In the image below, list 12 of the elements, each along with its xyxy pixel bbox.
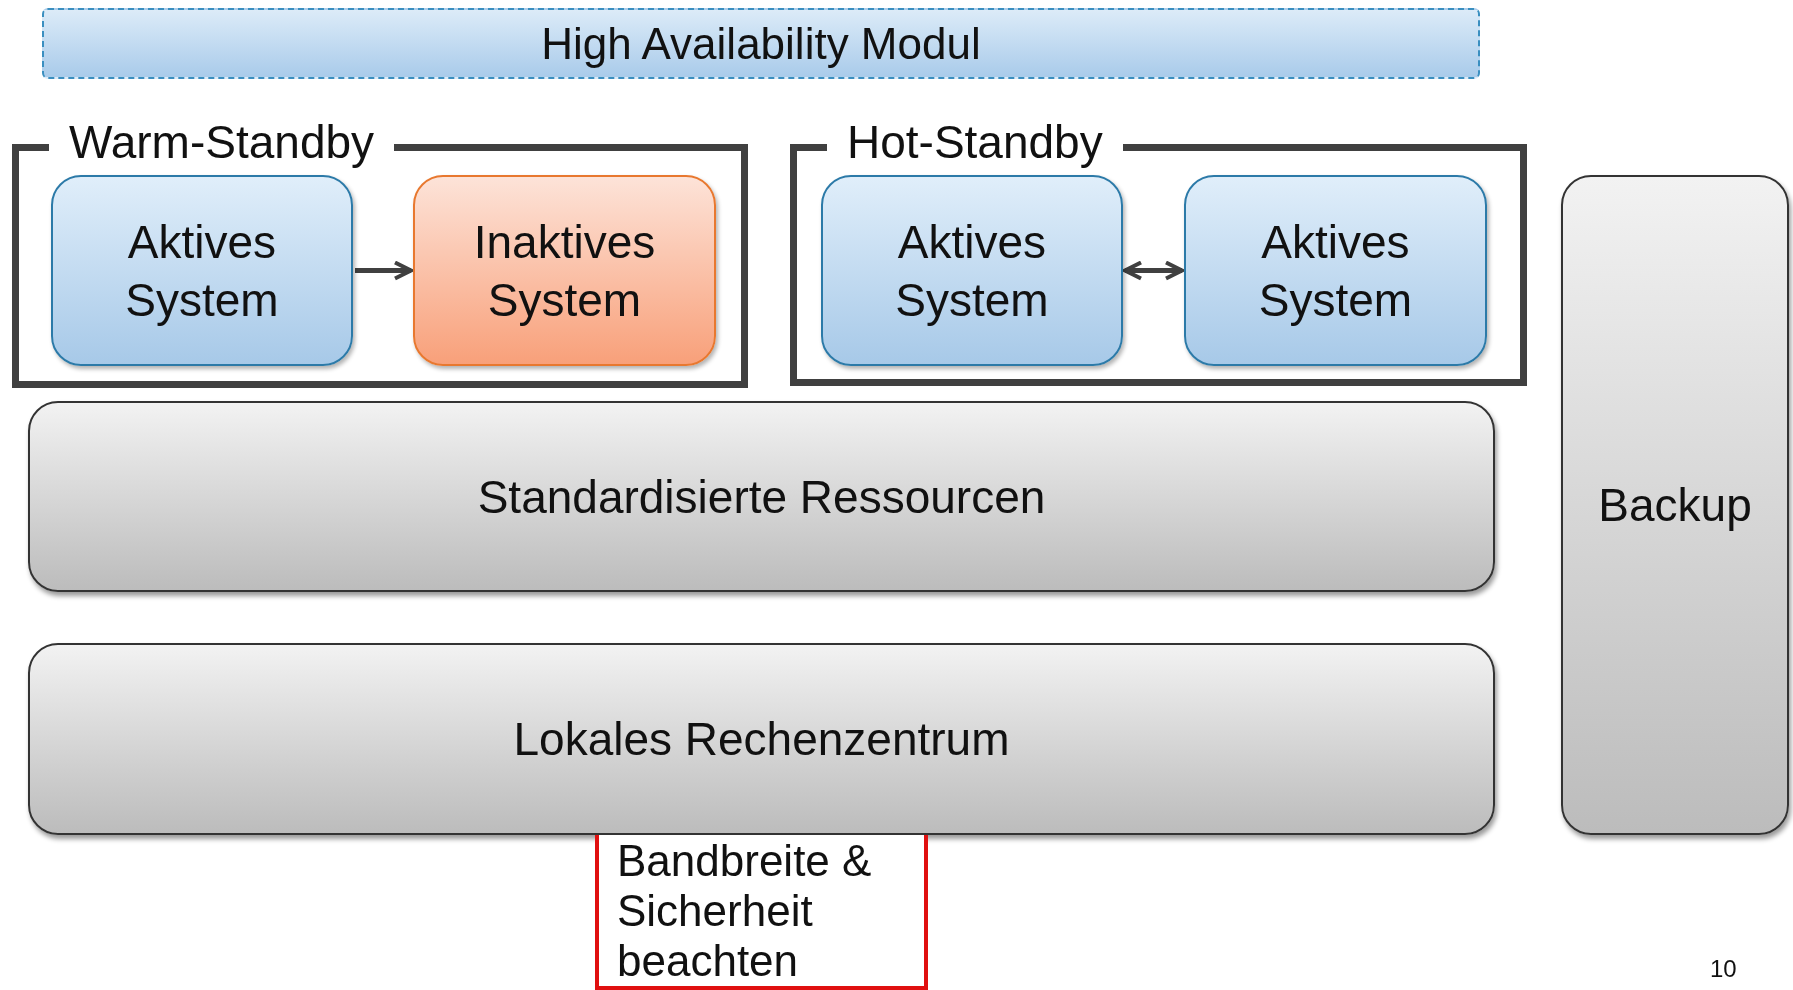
arrow <box>355 260 413 281</box>
layer-box: Lokales Rechenzentrum <box>28 643 1495 835</box>
layer-box: Standardisierte Ressourcen <box>28 401 1495 592</box>
backup-box: Backup <box>1561 175 1789 835</box>
note-box: Bandbreite & Sicherheit beachten <box>595 835 928 990</box>
page-number: 10 <box>1710 955 1737 983</box>
system-box: Inaktives System <box>413 175 716 366</box>
system-box: Aktives System <box>821 175 1123 366</box>
title-band: High Availability Modul <box>42 8 1480 79</box>
system-box: Aktives System <box>1184 175 1487 366</box>
arrow <box>1123 260 1184 281</box>
system-box: Aktives System <box>51 175 353 366</box>
